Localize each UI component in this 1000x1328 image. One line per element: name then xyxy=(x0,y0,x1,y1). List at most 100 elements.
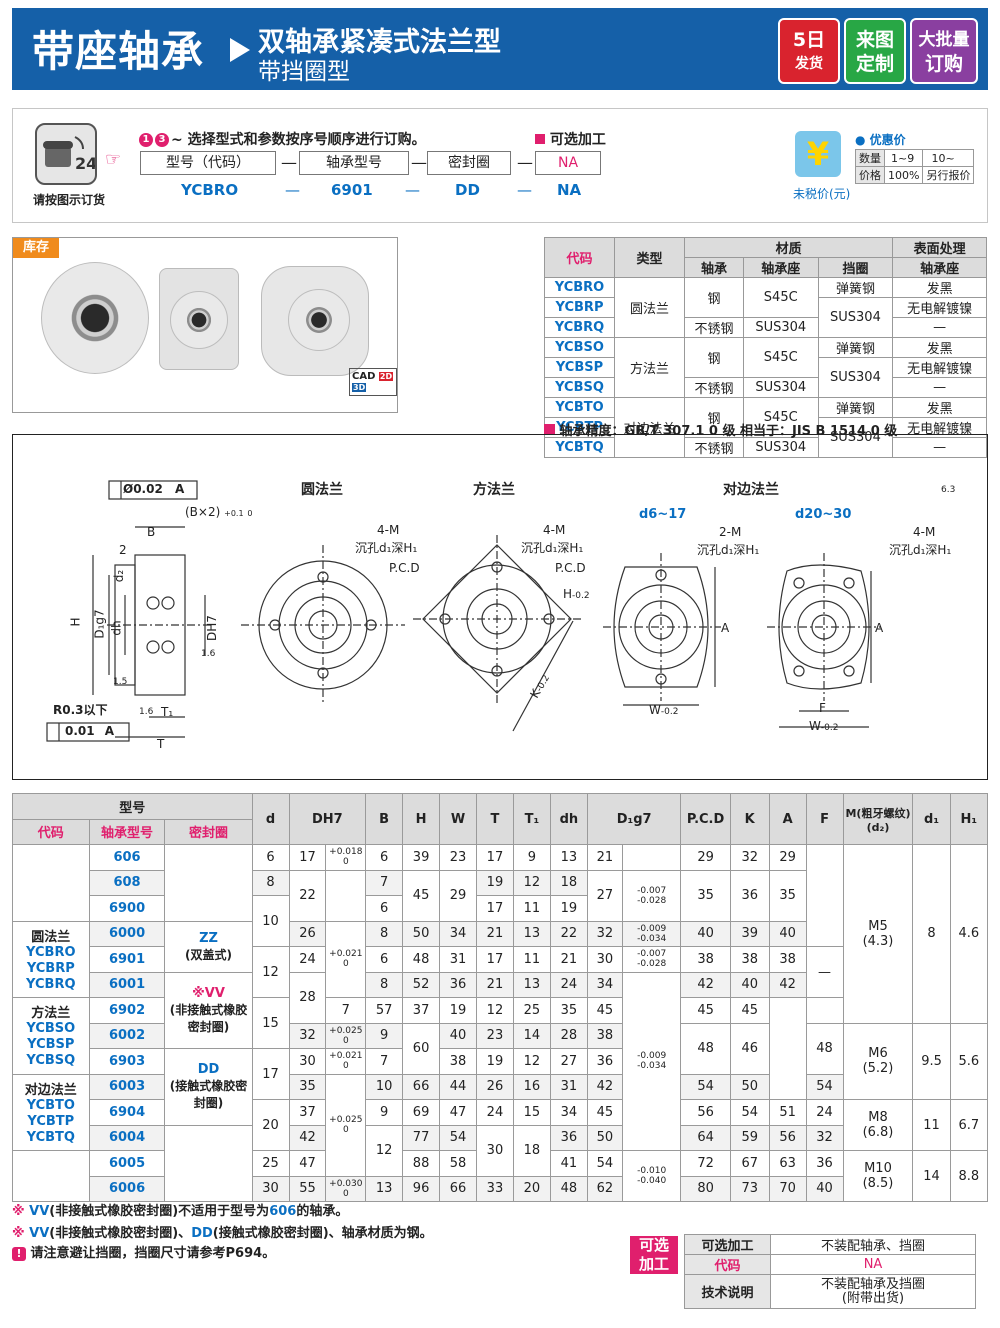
table-cell: 62 xyxy=(586,1175,623,1202)
spec-head-f: F xyxy=(805,793,844,845)
table-cell: 6 xyxy=(251,844,290,871)
table-cell: 11 xyxy=(512,895,551,922)
spec-head-a: A xyxy=(768,793,807,845)
table-cell: 6001 xyxy=(88,971,166,998)
price-qty-label: 数量 xyxy=(855,149,885,167)
table-cell: 51 xyxy=(768,1099,807,1126)
h-text: H xyxy=(563,587,573,601)
table-cell: 8 xyxy=(912,844,951,1024)
geo-tol-value: 0.01 xyxy=(65,724,95,738)
d1g7-label: D₁g7 xyxy=(92,609,107,639)
table-cell: 17 xyxy=(251,1048,290,1100)
tol-upper: -0.010 xyxy=(637,1166,667,1176)
tol-lower: 0 xyxy=(342,1035,349,1046)
table-cell: -0.007-0.028 xyxy=(621,869,682,922)
table-cell: 19 xyxy=(549,895,588,922)
mat-bearing: 不锈钢 xyxy=(684,437,744,458)
badge-line2: 定制 xyxy=(855,53,894,75)
technical-drawing: 圆法兰 方法兰 对边法兰 d6~17 d20~30 4-M 沉孔d₁深H₁ P.… xyxy=(12,434,988,780)
d2-label: d₂ xyxy=(112,569,127,583)
table-cell: 96 xyxy=(402,1175,441,1202)
seal-code: ZZ xyxy=(199,930,218,946)
table-cell: -0.009-0.034 xyxy=(621,920,682,947)
table-cell: 40 xyxy=(805,1175,844,1202)
opt-row3-label: 技术说明 xyxy=(684,1274,771,1309)
mat-ring: 弹簧钢 xyxy=(817,277,894,298)
thread-spec: M6 xyxy=(868,1046,888,1062)
spec-head-w: W xyxy=(439,793,477,845)
table-cell: 40 xyxy=(680,920,731,947)
t1-label: T₁ xyxy=(161,705,174,719)
mat-type: 方法兰 xyxy=(614,337,685,398)
mat-surface: 发黑 xyxy=(892,337,987,358)
table-cell: 35 xyxy=(768,869,807,922)
table-cell: 18 xyxy=(549,869,588,896)
bearing-precision: 轴承精度：GB/T 307.1 0 级 相当于：JIS B 1514 0 级 xyxy=(544,420,897,439)
dash: — xyxy=(405,181,420,199)
mat-seat: SUS304 xyxy=(742,317,819,338)
table-cell: 12 xyxy=(475,997,514,1024)
tol-lower: 0 xyxy=(342,959,349,970)
table-cell: 11 xyxy=(912,1099,951,1151)
table-cell: 34 xyxy=(549,1099,588,1126)
table-cell: 23 xyxy=(439,844,477,871)
spec-head-h: H xyxy=(402,793,441,845)
mat-surface: 发黑 xyxy=(892,397,987,418)
mat-code: YCBSP xyxy=(544,357,615,378)
square-marker-icon xyxy=(544,424,555,435)
b2-text: (B×2) xyxy=(185,505,221,519)
table-cell: 63 xyxy=(768,1150,807,1177)
product-photo: 库存 CAD 2D 3D xyxy=(12,237,398,413)
seal-code: DD xyxy=(197,1062,220,1078)
optional-table: 可选加工 不装配轴承、挡圈 代码 NA 技术说明 不装配轴承及挡圈 (附带出货) xyxy=(684,1234,976,1309)
table-cell: 50 xyxy=(729,1073,770,1100)
label-square: 方法兰 xyxy=(473,482,515,498)
spec-head-d1: d₁ xyxy=(912,793,951,845)
badge-line1: 5日 xyxy=(792,29,826,51)
opt-row2-value: NA xyxy=(770,1254,976,1275)
table-cell: 58 xyxy=(439,1150,477,1177)
table-cell: ZZ(双盖式) xyxy=(164,920,253,973)
mat-seat: S45C xyxy=(742,397,819,438)
table-cell: 16 xyxy=(512,1073,551,1100)
table-cell: 6900 xyxy=(88,895,166,922)
page-subtitle-2: 带挡圈型 xyxy=(258,59,350,85)
table-cell: 38 xyxy=(729,946,770,973)
table-cell: 26 xyxy=(475,1073,514,1100)
table-cell: 67 xyxy=(729,1150,770,1177)
value-bearing: 6901 xyxy=(331,181,373,199)
table-cell: 12 xyxy=(512,1048,551,1075)
table-cell: 47 xyxy=(439,1099,477,1126)
table-cell: 42 xyxy=(680,971,731,998)
table-cell: 54 xyxy=(729,1099,770,1126)
roughness-label: 6.3 xyxy=(941,485,956,495)
table-cell: 17 xyxy=(475,895,514,922)
tol-lower: 0 xyxy=(342,1061,349,1072)
table-cell: 20 xyxy=(512,1175,551,1202)
mat-code: YCBSO xyxy=(544,337,615,358)
b-label: B xyxy=(147,525,156,539)
mat-ring: SUS304 xyxy=(817,297,894,338)
mat-code: YCBTO xyxy=(544,397,615,418)
table-cell: 38 xyxy=(439,1048,477,1075)
mat-ring: 弹簧钢 xyxy=(817,397,894,418)
table-cell: 28 xyxy=(549,1022,588,1049)
note-text: (接触式橡胶密封圈)、轴承材质为钢。 xyxy=(212,1226,433,1241)
type-code: YCBTP xyxy=(27,1113,75,1129)
spec-head-model: 型号 xyxy=(12,793,253,820)
mat-sub-seat: 轴承座 xyxy=(742,257,819,278)
type-name: 圆法兰 xyxy=(31,929,71,945)
table-cell: 70 xyxy=(768,1175,807,1202)
mat-head-code: 代码 xyxy=(544,237,615,278)
tol-upper: -0.007 xyxy=(637,885,667,896)
tol-upper: +0.025 xyxy=(329,1115,363,1125)
table-cell: 21 xyxy=(549,946,588,973)
t-label: T xyxy=(157,737,165,751)
table-cell: 36 xyxy=(549,1124,588,1151)
